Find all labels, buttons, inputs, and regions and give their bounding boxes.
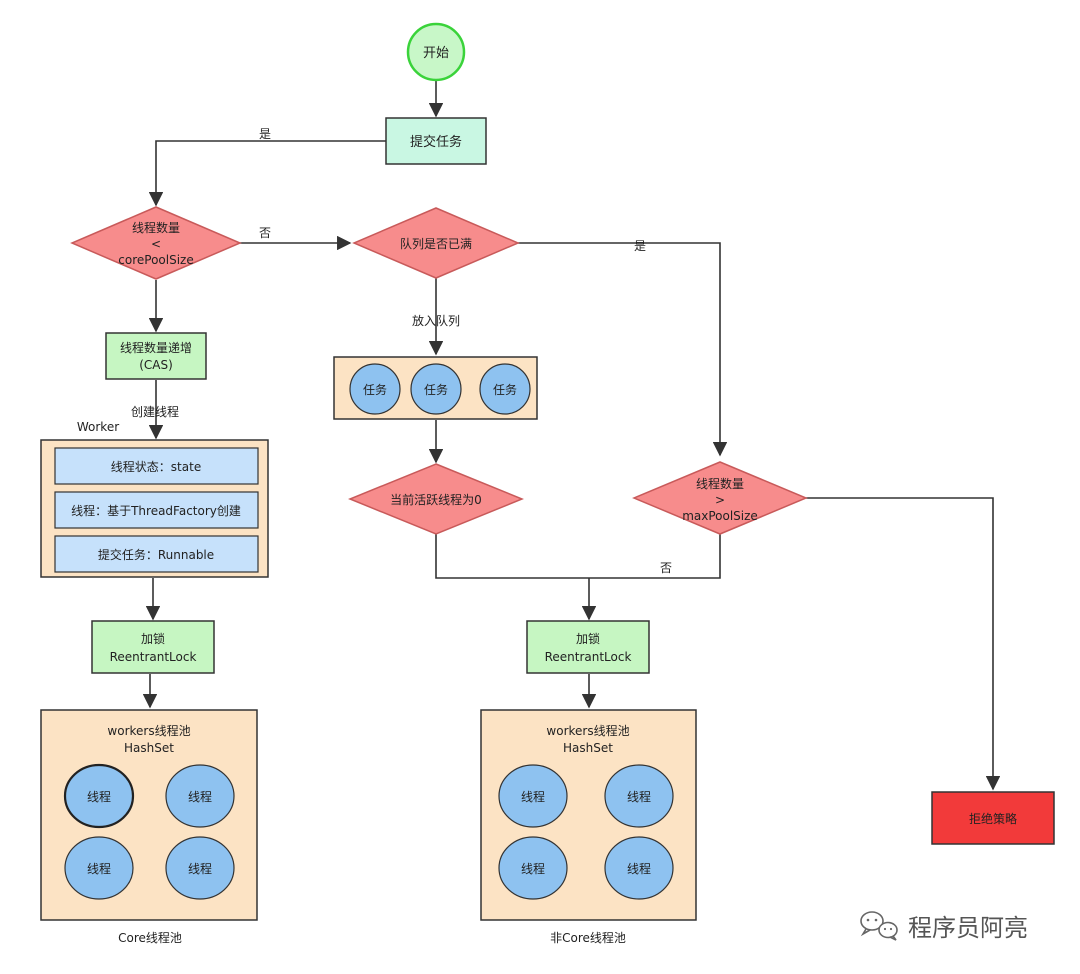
decision-core-pool: 线程数量 < corePoolSize [70,206,242,280]
label-max-no: 否 [660,561,672,575]
decision-max-line3: maxPoolSize [682,509,758,523]
queue-item [410,363,462,415]
edge-submit-to-core-decision [148,140,386,207]
start-node: 开始 [406,22,466,82]
submit-task-label: 提交任务 [410,134,462,150]
pool-left-title1: workers线程池 [107,723,190,738]
decision-core-line3: corePoolSize [118,253,193,267]
label-create-thread: 创建线程 [131,404,179,419]
non-core-thread-pool: workers线程池 HashSet 线程 线程 线程 线程 非Core线程池 [480,709,697,945]
watermark-text: 程序员阿亮 [908,914,1028,942]
lock-right-line1: 加锁 [576,631,600,646]
worker-field [54,491,259,529]
queue-item [479,363,531,415]
queue-box: 任务 任务 任务 [333,356,538,420]
thread-label: 线程 [188,789,212,804]
pool-left-title2: HashSet [124,741,174,755]
thread-circle [604,836,674,900]
thread-label: 线程 [521,789,545,804]
decision-active-label: 当前活跃线程为0 [390,492,482,507]
thread-label: 线程 [627,861,651,876]
queue-item-label: 任务 [424,382,448,397]
core-thread-pool: workers线程池 HashSet 线程 线程 线程 线程 Core线程池 [40,709,258,945]
pool-right-caption: 非Core线程池 [550,930,626,945]
edge-queue-yes-to-max [518,242,728,457]
reject-policy-node: 拒绝策略 [931,791,1055,845]
wechat-icon [860,911,898,941]
decision-active-zero: 当前活跃线程为0 [348,463,524,535]
edge-max-yes-to-reject [806,497,1001,791]
decision-queue-full: 队列是否已满 [352,207,520,279]
edge-active-to-merge [435,534,721,579]
start-label: 开始 [423,46,449,61]
thread-circle [604,764,674,828]
lock-right-line2: ReentrantLock [545,650,632,664]
pool-right-title1: workers线程池 [546,723,629,738]
increment-line2: (CAS) [139,358,173,372]
increment-line1: 线程数量递增 [120,340,192,355]
label-submit-yes: 是 [259,127,271,141]
thread-circle [498,764,568,828]
label-queue-yes: 是 [634,239,646,253]
lock-left-line2: ReentrantLock [110,650,197,664]
increment-node: 线程数量递增 (CAS) [105,332,207,380]
decision-max-line1: 线程数量 [696,476,744,491]
decision-queue-label: 队列是否已满 [400,236,472,251]
decision-core-line2: < [151,237,161,251]
worker-box: Worker 线程状态：state 线程：基于ThreadFactory创建 提… [40,420,269,578]
submit-task-node: 提交任务 [385,117,487,165]
decision-max-pool: 线程数量 > maxPoolSize [632,461,808,535]
thread-label: 线程 [188,861,212,876]
lock-left-line1: 加锁 [141,631,165,646]
decision-max-line2: > [715,493,725,507]
queue-item-label: 任务 [493,382,517,397]
pool-left-caption: Core线程池 [118,930,182,945]
watermark: 程序员阿亮 [860,911,1028,942]
thread-circle [165,836,235,900]
label-core-no: 否 [259,226,271,240]
edges [142,78,1001,791]
worker-field-label: 提交任务：Runnable [98,547,214,562]
lock-left-node: 加锁 ReentrantLock [91,620,215,674]
worker-field [54,447,259,485]
thread-circle [63,763,135,829]
queue-item-label: 任务 [363,382,387,397]
thread-label: 线程 [87,861,111,876]
lock-right-node: 加锁 ReentrantLock [526,620,650,674]
thread-circle [64,836,134,900]
worker-field-label: 线程状态：state [111,459,201,474]
worker-field [54,535,259,573]
pool-right-title2: HashSet [563,741,613,755]
decision-core-line1: 线程数量 [132,220,180,235]
reject-label: 拒绝策略 [969,811,1017,826]
thread-label: 线程 [627,789,651,804]
thread-label: 线程 [87,789,111,804]
label-enqueue: 放入队列 [412,313,460,328]
thread-label: 线程 [521,861,545,876]
queue-item [349,363,401,415]
worker-field-label: 线程：基于ThreadFactory创建 [71,503,241,518]
worker-title: Worker [77,420,119,434]
thread-circle [498,836,568,900]
thread-circle [165,764,235,828]
